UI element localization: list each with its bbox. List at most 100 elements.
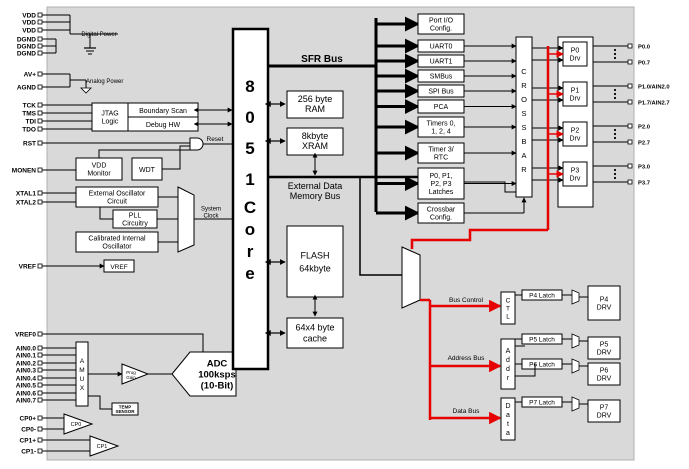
port-pin-label: P1.0/AIN2.0 <box>638 85 670 91</box>
port-pin-pad <box>627 83 633 89</box>
temp-wire <box>88 395 112 410</box>
label: A <box>80 358 85 365</box>
label: Crossbar <box>427 206 456 213</box>
label: Latches <box>429 189 454 196</box>
xram-box <box>286 127 344 156</box>
core-letter: o <box>245 220 255 239</box>
crossbar-letter: S <box>521 123 526 132</box>
pin-pad <box>37 437 43 443</box>
pin-pad <box>37 84 43 90</box>
ellipsis-dot <box>613 172 617 176</box>
label: ADC <box>207 358 228 369</box>
core-letter: 8 <box>245 77 254 96</box>
crossbar-letter: A <box>521 151 526 160</box>
label: TEMP <box>119 404 132 409</box>
vref-label: VREF <box>110 264 127 271</box>
ground-symbol <box>80 87 92 94</box>
vref0-wire <box>42 333 204 352</box>
data-bus-label: Data Bus <box>453 408 480 415</box>
port-pin-label: P0.7 <box>638 61 650 67</box>
pin-pad <box>37 126 43 132</box>
label: SENSOR <box>115 409 135 414</box>
port-drv-box <box>587 336 621 360</box>
port-pin-pad <box>627 59 633 65</box>
label: External Data <box>288 181 343 191</box>
ellipsis-dot <box>613 176 617 180</box>
pin-label: CP0+ <box>20 416 37 423</box>
latch-label: P5 Latch <box>529 337 555 344</box>
pin-label: TMS <box>22 111 36 118</box>
label: Calibrated Internal <box>88 235 146 242</box>
pin-pad <box>37 426 43 432</box>
pin-pad <box>37 415 43 421</box>
pin-pad <box>37 331 43 337</box>
label: XRAM <box>302 141 328 151</box>
label: Config. <box>430 25 452 32</box>
latch-label: P7 Latch <box>529 400 555 407</box>
label: 256 byte <box>298 94 333 104</box>
label: Timers 0, <box>427 120 456 127</box>
port-drv-box <box>587 285 621 321</box>
pin-label: AIN0.1 <box>16 353 37 360</box>
red-emif-wire <box>410 228 548 249</box>
pin-pad <box>37 199 43 205</box>
label: 64x4 byte <box>295 323 334 333</box>
cp1-label: CP1 <box>97 444 108 450</box>
peripheral-box <box>417 167 465 200</box>
pin-label: CP0- <box>21 427 36 434</box>
pin-label: DGND <box>17 51 36 58</box>
ellipsis-dot <box>613 96 617 100</box>
pin-pad <box>37 118 43 124</box>
ext-to-pll-wire <box>99 207 113 220</box>
label: L <box>506 313 510 320</box>
cp0-comparator <box>63 413 94 435</box>
crossbar-letter: C <box>521 67 527 76</box>
port-pin-pad <box>627 123 633 129</box>
port-pin-pad <box>627 163 633 169</box>
emif-mux <box>401 246 421 309</box>
pin-label: XTAL1 <box>16 191 36 198</box>
pin-label: VDD <box>22 13 36 20</box>
pin-label: VREF0 <box>15 332 36 339</box>
pin-label: VDD <box>22 20 36 27</box>
label: P0, P1, <box>430 173 453 180</box>
label: A <box>506 348 511 355</box>
label: 8kbyte <box>302 131 329 141</box>
label: Timer 3/ <box>428 146 453 153</box>
label: RTC <box>434 154 448 161</box>
label: Drv <box>570 55 581 62</box>
pin-pad <box>37 43 43 49</box>
port-drv-box <box>587 362 621 386</box>
pga-amplifier <box>121 363 150 385</box>
port-pin-label: P2.0 <box>638 125 650 131</box>
pin-pad <box>37 448 43 454</box>
ellipsis-dot <box>613 132 617 136</box>
label: DRV <box>597 349 612 356</box>
pin-pad <box>37 110 43 116</box>
label: UART0 <box>430 43 453 50</box>
ellipsis-dot <box>613 92 617 96</box>
reset-label: Reset <box>207 136 224 143</box>
ellipsis-dot <box>613 52 617 56</box>
pin-pad <box>37 382 43 388</box>
label: U <box>80 376 85 383</box>
label: t <box>507 421 509 428</box>
crossbar-box <box>515 36 533 198</box>
label: d <box>506 357 510 364</box>
label: P2, P3 <box>430 181 451 188</box>
label: PLL <box>129 212 142 219</box>
label: VDD <box>92 162 107 169</box>
pin-pad <box>37 397 43 403</box>
pin-label: CP1- <box>21 449 36 456</box>
core-letter: 1 <box>245 170 254 189</box>
label: 100ksps <box>198 369 236 380</box>
pin-pad <box>37 36 43 42</box>
pin-label: TDI <box>26 119 37 126</box>
pin-label: DGND <box>17 37 36 44</box>
label: SPI Bus <box>428 88 454 95</box>
label: Circuitry <box>122 220 148 227</box>
label: DRV <box>597 375 612 382</box>
label: Gain <box>126 375 136 380</box>
